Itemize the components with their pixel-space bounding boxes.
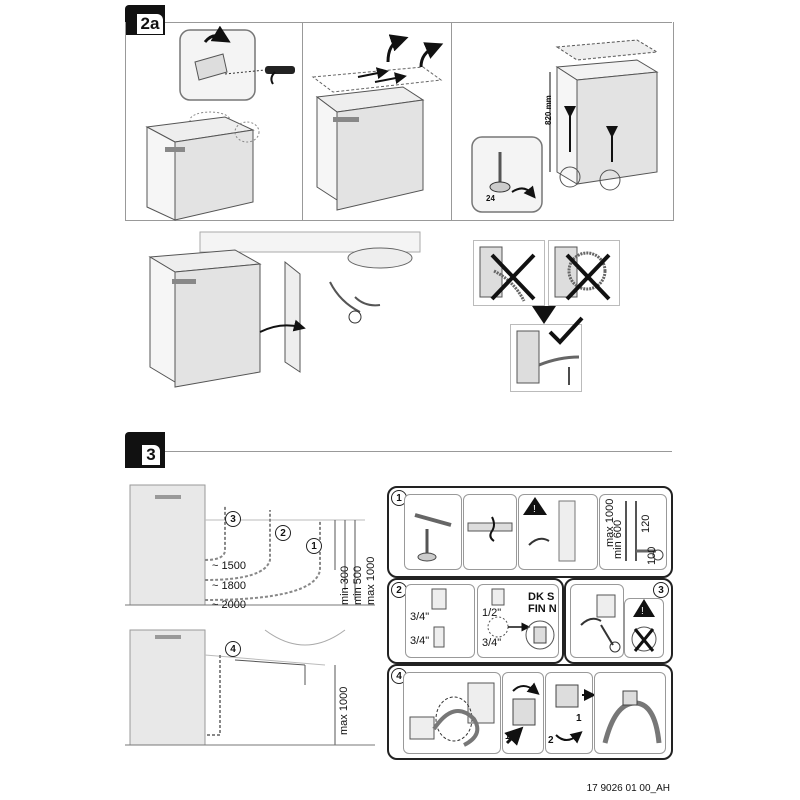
instruction-box-1: 1 ! max 1000 min 600 120 100 [387, 486, 673, 578]
box-2-panel-a: 3/4" 3/4" [405, 584, 475, 658]
box-2-panel-b: 1/2" 3/4" DK S FIN N [477, 584, 559, 658]
box-4-step-1: 1 [576, 713, 582, 724]
illustration-hose-lengths [125, 484, 375, 606]
box-4-step-2: 2 [548, 735, 554, 746]
hose-length-1800: ~ 1800 [212, 580, 246, 592]
box-1-panel-d: max 1000 min 600 120 100 [599, 494, 667, 570]
illustration-remove-top-screws [145, 25, 295, 221]
box-3-panel-b: ! [624, 598, 664, 658]
step-2a-top-row [125, 22, 674, 221]
box-1-120: 120 [640, 514, 652, 533]
box-1-min-600: min 600 [612, 519, 624, 559]
country-dk-s: DK S [528, 591, 555, 603]
illustration-sink [347, 247, 413, 269]
fitting-1-2: 1/2" [482, 607, 502, 619]
divider [302, 22, 303, 220]
svg-text:!: ! [641, 606, 644, 617]
box-4-panel-d [594, 672, 666, 754]
height-820-label: 820 mm [544, 95, 553, 125]
box-1-number: 1 [391, 490, 407, 506]
max-1000-label-b: max 1000 [338, 686, 350, 735]
fitting-3-4-a: 3/4" [410, 611, 430, 623]
box-1-100: 100 [646, 546, 658, 565]
step-3-rule [165, 451, 672, 452]
foot-24-label: 24 [486, 194, 495, 203]
illustration-drain-height [125, 629, 375, 746]
step-2a-badge: 2a [125, 5, 165, 35]
step-3-label: 3 [142, 445, 160, 465]
box-4-arrow-1: 1 [505, 731, 511, 741]
country-fin-n: FIN N [528, 603, 557, 615]
step-2a-rule [165, 22, 672, 23]
illustration-slide-worktop [311, 34, 444, 211]
svg-text:!: ! [533, 504, 536, 515]
instruction-box-3: 3 ! [564, 578, 673, 664]
hose-length-2000: ~ 2000 [212, 599, 246, 611]
box-3-panel-a [570, 584, 624, 658]
correct-hose-panel [510, 324, 582, 392]
wrong-hose-panel-1 [473, 240, 545, 306]
checkmark-icon [548, 316, 584, 345]
max-1000-label: max 1000 [365, 556, 377, 605]
min-300-label: min 300 [339, 565, 351, 605]
step-2a-label: 2a [136, 14, 164, 34]
divider [451, 22, 452, 220]
callout-4: 4 [225, 641, 241, 657]
box-4-panel-c: 1 2 [545, 672, 596, 754]
down-arrow-icon [532, 306, 556, 324]
illustration-adjust-feet [471, 39, 659, 213]
box-4-panel-b: 1 [502, 672, 544, 754]
min-500-label: min 500 [352, 565, 364, 605]
box-3-number: 3 [653, 582, 669, 598]
instruction-box-4: 4 1 1 2 [387, 664, 673, 760]
box-1-panel-a [404, 494, 462, 570]
callout-3: 3 [225, 511, 241, 527]
fitting-3-4-b: 3/4" [410, 635, 430, 647]
callout-1: 1 [306, 538, 322, 554]
illustration-install-under-counter [148, 231, 421, 388]
fitting-3-4-c: 3/4" [482, 637, 502, 649]
callout-2: 2 [275, 525, 291, 541]
document-code: 17 9026 01 00_AH [586, 783, 670, 794]
box-4-panel-a [403, 672, 501, 754]
box-1-panel-b [463, 494, 517, 570]
instruction-box-2: 2 3/4" 3/4" 1/2" 3/4" DK S FIN N [387, 578, 564, 664]
wrong-hose-panel-2 [548, 240, 620, 306]
hose-length-1500: ~ 1500 [212, 560, 246, 572]
box-1-panel-c: ! [518, 494, 598, 570]
step-3-badge: 3 [125, 432, 165, 468]
